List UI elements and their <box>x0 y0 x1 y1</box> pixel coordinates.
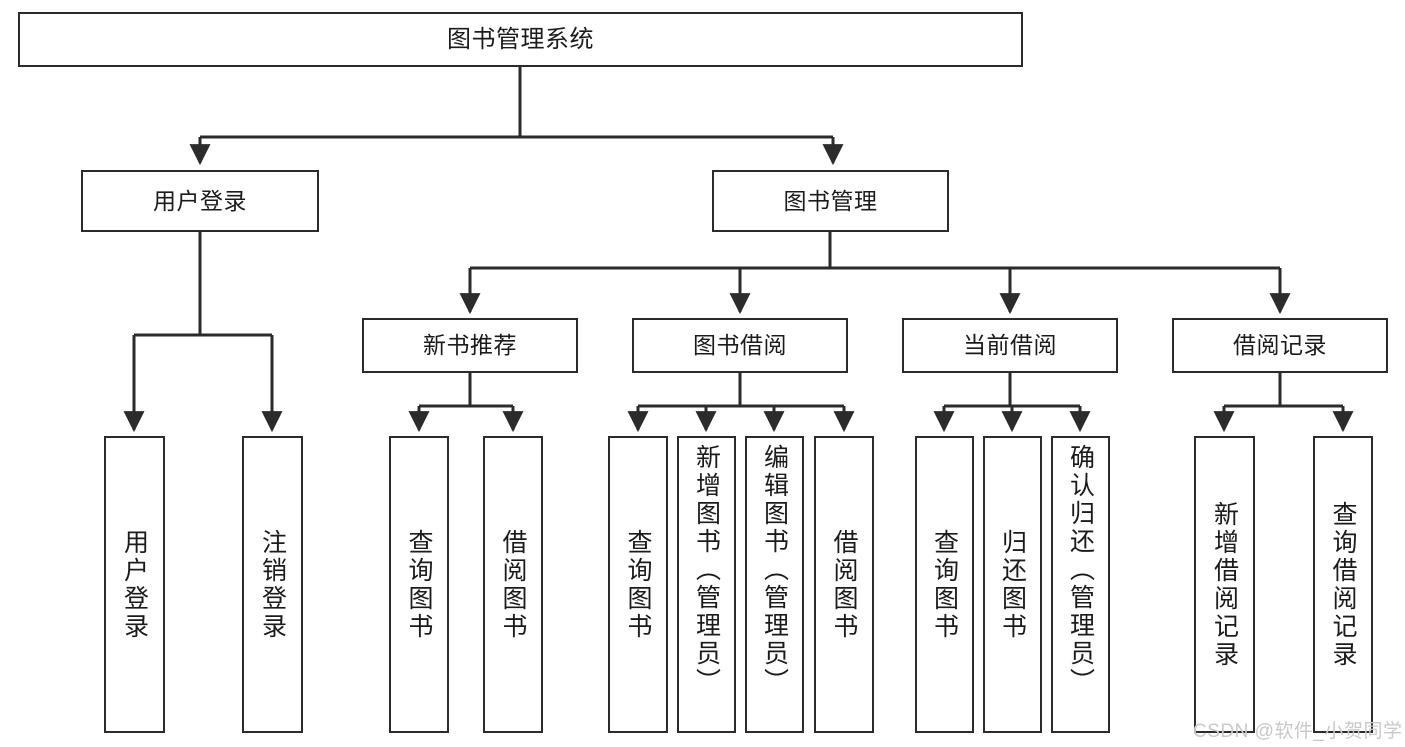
node-leaf-add-record[interactable]: 新增借阅记录 <box>1194 436 1255 733</box>
node-leaf-confirm-return[interactable]: 确认归还（管理员） <box>1051 436 1110 733</box>
csdn-watermark: CSDN @软件_小贺同学 <box>1193 721 1403 742</box>
node-label: 编辑图书（管理员） <box>760 444 789 696</box>
node-leaf-return-book[interactable]: 归还图书 <box>983 436 1042 733</box>
node-label: 查询图书 <box>624 528 652 641</box>
node-book-manage[interactable]: 图书管理 <box>712 170 949 232</box>
node-label: 查询图书 <box>930 528 959 641</box>
node-leaf-user-logout[interactable]: 注销登录 <box>242 436 303 733</box>
node-label: 查询图书 <box>405 528 433 641</box>
node-label: 注销登录 <box>258 528 287 641</box>
node-user-login[interactable]: 用户登录 <box>81 170 319 232</box>
node-leaf-borrow-book-2[interactable]: 借阅图书 <box>814 436 874 733</box>
node-label: 用户登录 <box>153 187 247 214</box>
node-book-borrow[interactable]: 图书借阅 <box>632 318 848 373</box>
node-leaf-query-record[interactable]: 查询借阅记录 <box>1313 436 1373 733</box>
node-leaf-add-book[interactable]: 新增图书（管理员） <box>677 436 736 733</box>
node-leaf-user-login[interactable]: 用户登录 <box>104 436 165 733</box>
node-leaf-query-book-1[interactable]: 查询图书 <box>389 436 449 733</box>
node-label: 借阅记录 <box>1233 332 1327 358</box>
node-label: 借阅图书 <box>499 528 527 641</box>
node-label: 借阅图书 <box>830 528 858 641</box>
node-label: 确认归还（管理员） <box>1066 444 1095 696</box>
node-label: 新增图书（管理员） <box>692 444 721 696</box>
node-new-book-recommend[interactable]: 新书推荐 <box>362 318 578 373</box>
node-label: 新增借阅记录 <box>1210 500 1239 669</box>
node-leaf-query-book-2[interactable]: 查询图书 <box>608 436 668 733</box>
node-borrow-record[interactable]: 借阅记录 <box>1172 318 1388 373</box>
node-leaf-borrow-book-1[interactable]: 借阅图书 <box>483 436 543 733</box>
node-leaf-query-book-3[interactable]: 查询图书 <box>915 436 974 733</box>
node-current-borrow[interactable]: 当前借阅 <box>902 318 1118 373</box>
node-leaf-edit-book[interactable]: 编辑图书（管理员） <box>745 436 804 733</box>
node-label: 查询借阅记录 <box>1329 500 1357 669</box>
node-label: 当前借阅 <box>963 332 1057 358</box>
node-label: 图书管理系统 <box>447 25 594 53</box>
node-label: 图书管理 <box>783 187 878 214</box>
node-label: 图书借阅 <box>693 332 787 358</box>
node-label: 用户登录 <box>120 528 149 641</box>
node-label: 新书推荐 <box>423 332 517 358</box>
node-label: 归还图书 <box>998 528 1027 641</box>
node-root-system[interactable]: 图书管理系统 <box>18 12 1023 67</box>
